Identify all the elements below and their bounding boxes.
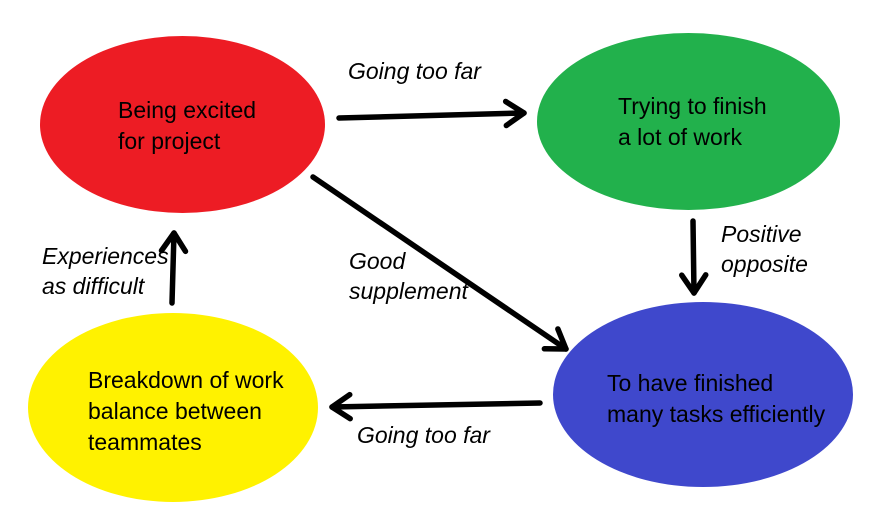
arrow-breakdown-to-excited — [158, 230, 189, 306]
edge-label-going-too-far-top: Going too far — [348, 58, 481, 84]
arrow-excited-to-trying — [336, 98, 527, 129]
node-trying-to-finish-ellipse — [537, 33, 840, 210]
node-breakdown-ellipse — [28, 313, 318, 502]
edge-label-good-supplement: Good supplement — [349, 248, 468, 304]
node-trying-to-finish-label: Trying to finish a lot of work — [618, 93, 767, 150]
edge-label-experiences-as-difficult: Experiences as difficult — [42, 243, 169, 299]
node-being-excited-ellipse — [40, 36, 325, 213]
edge-label-going-too-far-bottom: Going too far — [357, 422, 490, 448]
node-finished-tasks-label: To have finished many tasks efficiently — [607, 370, 826, 427]
node-breakdown-label: Breakdown of work balance between teamma… — [88, 367, 284, 455]
node-being-excited-label: Being excited for project — [118, 97, 257, 154]
arrow-trying-to-finished — [679, 218, 709, 296]
edge-label-positive-opposite: Positive opposite — [721, 221, 808, 277]
node-finished-tasks-ellipse — [553, 302, 853, 487]
arrow-finished-to-breakdown — [329, 391, 543, 422]
